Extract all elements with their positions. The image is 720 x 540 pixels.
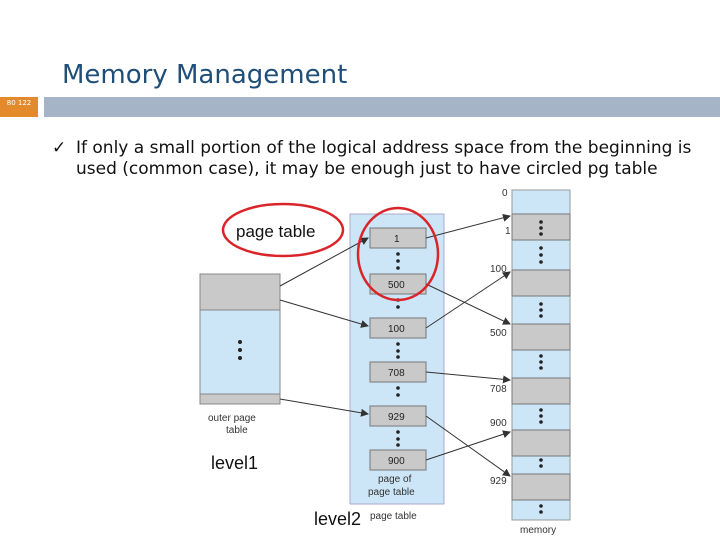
- outer-to-inner-arrows: [279, 237, 369, 417]
- inner-to-memory-arrows: [425, 213, 511, 477]
- inner-cell-900: 900: [388, 456, 405, 467]
- page-table-label: page table: [236, 222, 315, 241]
- memory-address-900: 900: [490, 418, 507, 429]
- outer-page-table: [199, 273, 281, 405]
- inner-cell-929: 929: [388, 412, 405, 423]
- small-page-table-label: page table: [370, 511, 417, 522]
- inner-cell-708: 708: [388, 368, 405, 379]
- memory-address-929: 929: [490, 476, 507, 487]
- page-of-page-table-label-2: page table: [368, 487, 415, 498]
- inner-cell-100: 100: [388, 324, 405, 335]
- inner-cell-1: 1: [394, 234, 400, 245]
- page-table-highlight-circle: [221, 202, 345, 258]
- memory-address-1: 1: [505, 226, 511, 237]
- inner-table-highlight-circle: [356, 206, 440, 302]
- memory-label: memory: [520, 525, 556, 536]
- level1-label: level1: [211, 453, 258, 473]
- page-of-page-table-label: page of: [378, 474, 412, 485]
- slide-title: Memory Management: [62, 60, 348, 90]
- outer-page-table-label: outer page: [208, 413, 256, 424]
- bullet-item: ✓ If only a small portion of the logical…: [52, 138, 702, 180]
- level2-label: level2: [314, 509, 361, 529]
- memory-address-708: 708: [490, 384, 507, 395]
- title-underline-bar: [44, 97, 720, 117]
- memory-address-500: 500: [490, 328, 507, 339]
- inner-page-tables: [369, 227, 427, 471]
- slide-number: 80 122: [0, 97, 38, 117]
- inner-cell-500: 500: [388, 280, 405, 291]
- memory-address-0: 0: [502, 188, 508, 199]
- memory-column: [511, 189, 571, 521]
- bullet-text: If only a small portion of the logical a…: [76, 138, 692, 179]
- memory-address-100: 100: [490, 264, 507, 275]
- checkmark-icon: ✓: [52, 138, 67, 158]
- outer-page-table-label-2: table: [226, 425, 248, 436]
